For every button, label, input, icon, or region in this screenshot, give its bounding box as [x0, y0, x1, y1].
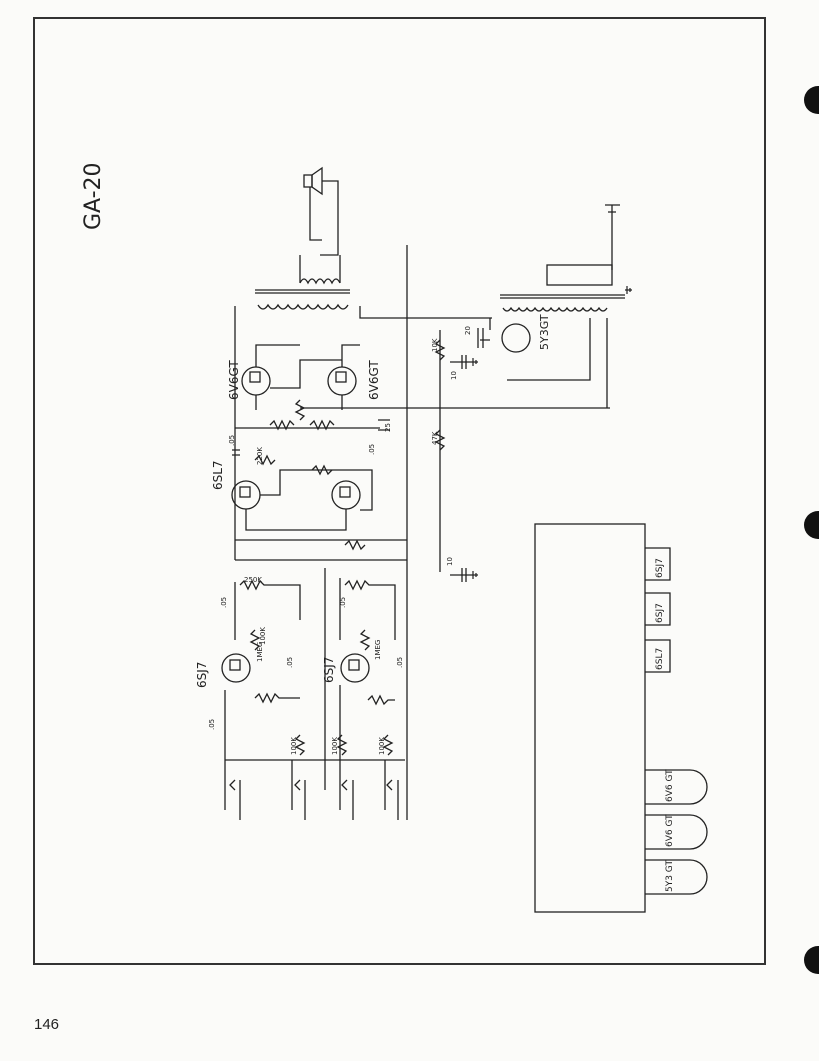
label-100k: 100K: [290, 737, 298, 755]
tube-6sj7-b: [340, 653, 370, 683]
tube-label-rectifier: 5Y3GT: [538, 314, 551, 350]
tube-6v6gt-a: [241, 366, 271, 396]
socket-label: 5Y3 GT: [665, 860, 675, 892]
label-100k: 100K: [259, 627, 267, 645]
resistor: [294, 399, 306, 421]
chassis-outline: [534, 523, 646, 913]
power-transformer: [500, 204, 625, 312]
resistor: [311, 464, 333, 476]
label-c10: 10: [450, 371, 458, 380]
resistor: [309, 419, 335, 431]
label-c05: .05: [396, 657, 404, 668]
ground-icon: [470, 571, 478, 579]
tube-sockets: [645, 547, 708, 895]
b-plus-rail: [234, 306, 492, 560]
resistor: [434, 429, 446, 451]
resistor: [269, 419, 295, 431]
tube-6sl7-b: [331, 480, 361, 510]
tube-6sj7-a: [221, 653, 251, 683]
socket-label: 6SJ7: [655, 558, 665, 578]
label-c20: 20: [464, 326, 472, 335]
label-10k: 10K: [431, 338, 439, 352]
output-transformer: [255, 255, 350, 310]
tube-label-power-a: 6V6GT: [227, 360, 241, 400]
resistor: [254, 692, 300, 704]
label-47k: 47K: [431, 431, 439, 445]
resistor: [344, 579, 396, 640]
page-border: [33, 17, 766, 965]
capacitor: [378, 419, 390, 431]
label-c10: 10: [446, 557, 454, 566]
label-c05: .05: [339, 597, 347, 608]
punch-hole: [804, 511, 819, 539]
label-220k: 220K: [256, 447, 264, 465]
input-jacks: [224, 734, 405, 820]
page-number: 146: [34, 1016, 60, 1033]
socket-label: 6V6 GT: [665, 814, 675, 847]
label-c05: .05: [286, 657, 294, 668]
resistor: [344, 539, 366, 551]
resistor: [382, 734, 394, 756]
resistor: [254, 454, 276, 466]
socket-label: 6SJ7: [655, 603, 665, 623]
capacitor: [450, 568, 470, 582]
socket-label: 6SL7: [655, 648, 665, 670]
resistor: [336, 734, 348, 756]
label-c05: .05: [228, 435, 236, 446]
resistor: [239, 579, 301, 620]
tube-5y3gt: [501, 323, 531, 353]
tube-6sl7-a: [231, 480, 261, 510]
label-1meg: 1MEG: [256, 642, 264, 662]
label-250k: 250K: [244, 576, 262, 584]
punch-hole: [804, 946, 819, 974]
capacitor: [450, 355, 470, 369]
resistor: [434, 339, 446, 361]
capacitor: [232, 449, 240, 456]
resistor: [294, 734, 306, 756]
tube-label-pre-b: 6SJ7: [322, 657, 336, 683]
label-c05: .05: [208, 719, 216, 730]
tube-label-pre-a: 6SJ7: [195, 662, 209, 688]
tube-6v6gt-b: [327, 366, 357, 396]
tube-label-power-b: 6V6GT: [367, 360, 381, 400]
resistor: [249, 629, 261, 651]
label-c05: .05: [368, 444, 376, 455]
punch-hole: [804, 86, 819, 114]
resistor: [359, 629, 371, 651]
speaker-icon: [303, 166, 339, 256]
label-1meg: 1MEG: [374, 640, 382, 660]
socket-label: 6V6 GT: [665, 769, 675, 802]
ground-icon: [625, 286, 632, 294]
ground-icon: [470, 358, 478, 366]
label-c25: 25: [384, 423, 392, 432]
label-c05: .05: [220, 597, 228, 608]
label-100k: 100K: [331, 737, 339, 755]
diagram-title: GA-20: [81, 162, 106, 230]
label-100k: 100K: [378, 737, 386, 755]
tube-label-driver: 6SL7: [211, 460, 225, 490]
resistor: [367, 694, 395, 706]
